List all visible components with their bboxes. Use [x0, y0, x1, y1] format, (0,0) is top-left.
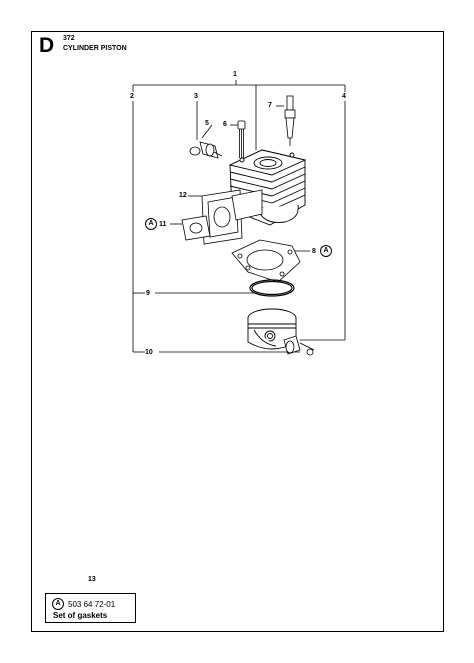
callout-8: 8: [312, 248, 316, 255]
callout-13: 13: [88, 576, 96, 583]
section-letter: D: [39, 34, 55, 57]
callout-6: 6: [223, 121, 227, 128]
callout-1: 1: [233, 71, 237, 78]
screw: [237, 120, 246, 158]
piston-ring: [249, 279, 295, 297]
kit-part-number: 503 64 72-01: [68, 600, 116, 609]
kit-marker-8: A: [320, 245, 332, 257]
callout-3: 3: [194, 93, 198, 100]
kit-description: Set of gaskets: [53, 611, 108, 620]
page-frame: [31, 31, 444, 632]
kit-marker-11: A: [145, 218, 157, 230]
kit-marker: A: [52, 598, 64, 610]
piston-pin: [283, 335, 315, 356]
callout-5: 5: [205, 120, 209, 127]
callout-10: 10: [145, 349, 153, 356]
callout-4: 4: [342, 93, 346, 100]
callout-2: 2: [130, 93, 134, 100]
callout-12: 12: [179, 192, 187, 199]
spark-plug: [284, 95, 296, 146]
gasket-kit-box: A 503 64 72-01 Set of gaskets: [45, 593, 136, 623]
model-number: 372: [63, 35, 75, 42]
callout-9: 9: [146, 290, 150, 297]
callout-7: 7: [268, 102, 272, 109]
decompression-valve: [189, 141, 223, 159]
section-title: CYLINDER PISTON: [63, 45, 127, 52]
intake-flange: [181, 189, 263, 245]
callout-11: 11: [159, 221, 167, 228]
cylinder: [228, 149, 307, 226]
base-gasket: [231, 239, 301, 283]
